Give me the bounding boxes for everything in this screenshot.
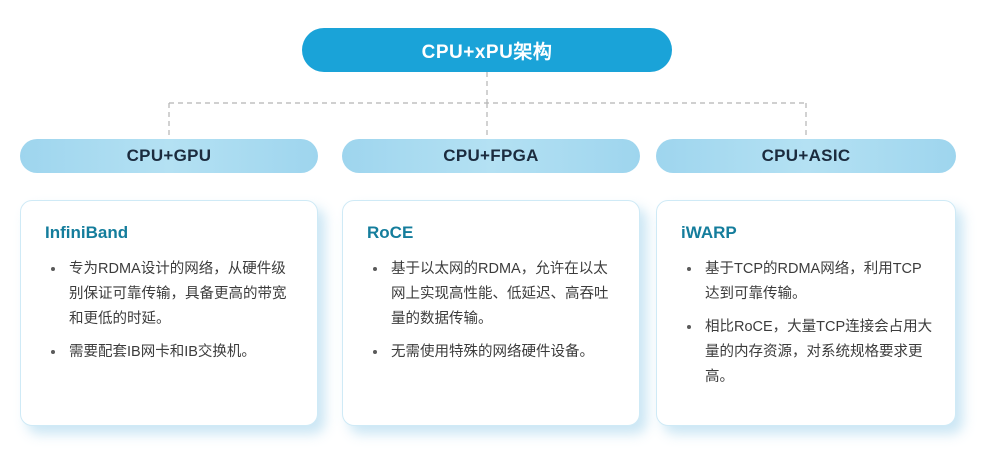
card-roce: RoCE 基于以太网的RDMA，允许在以太网上实现高性能、低延迟、高吞吐量的数据…	[342, 200, 640, 426]
card-title: iWARP	[681, 223, 737, 242]
card-title: InfiniBand	[45, 223, 129, 242]
card-title: RoCE	[367, 223, 414, 242]
bullet-text: 专为RDMA设计的网络，从硬件级别保证可靠传输，具备更高的带宽和更低的时延。	[69, 261, 287, 327]
bullet-text: 基于以太网的RDMA，允许在以太网上实现高性能、低延迟、高吞吐量的数据传输。	[391, 261, 609, 327]
bullet-text: 无需使用特殊的网络硬件设备。	[391, 343, 594, 360]
bullet-list: 专为RDMA设计的网络，从硬件级别保证可靠传输，具备更高的带宽和更低的时延。 需…	[45, 257, 295, 365]
bullet-dot-icon	[51, 267, 55, 271]
bullet-dot-icon	[687, 324, 691, 329]
bullet-list: 基于TCP的RDMA网络，利用TCP达到可靠传输。 相比RoCE，大量TCP连接…	[681, 257, 933, 390]
bullet-dot-icon	[373, 267, 377, 271]
branch-header-cpu-gpu: CPU+GPU	[20, 139, 318, 173]
bullet-item: 无需使用特殊的网络硬件设备。	[367, 340, 617, 365]
branch-cpu-gpu: CPU+GPU InfiniBand 专为RDMA设计的网络，从硬件级别保证可靠…	[20, 139, 318, 426]
bullet-dot-icon	[373, 349, 377, 354]
branch-cpu-asic: CPU+ASIC iWARP 基于TCP的RDMA网络，利用TCP达到可靠传输。…	[656, 139, 956, 426]
bullet-text: 基于TCP的RDMA网络，利用TCP达到可靠传输。	[705, 261, 922, 302]
card-infiniband: InfiniBand 专为RDMA设计的网络，从硬件级别保证可靠传输，具备更高的…	[20, 200, 318, 426]
bullet-text: 需要配套IB网卡和IB交换机。	[69, 343, 256, 360]
bullet-dot-icon	[51, 349, 55, 354]
bullet-item: 基于TCP的RDMA网络，利用TCP达到可靠传输。	[681, 257, 933, 307]
branch-cpu-fpga: CPU+FPGA RoCE 基于以太网的RDMA，允许在以太网上实现高性能、低延…	[342, 139, 640, 426]
branch-header-cpu-asic: CPU+ASIC	[656, 139, 956, 173]
branch-header-label: CPU+ASIC	[761, 146, 851, 165]
branch-header-label: CPU+FPGA	[443, 146, 539, 165]
bullet-item: 需要配套IB网卡和IB交换机。	[45, 340, 295, 365]
card-iwarp: iWARP 基于TCP的RDMA网络，利用TCP达到可靠传输。 相比RoCE，大…	[656, 200, 956, 426]
bullet-item: 相比RoCE，大量TCP连接会占用大量的内存资源，对系统规格要求更高。	[681, 315, 933, 390]
bullet-item: 基于以太网的RDMA，允许在以太网上实现高性能、低延迟、高吞吐量的数据传输。	[367, 257, 617, 332]
root-node-label: CPU+xPU架构	[421, 41, 553, 63]
bullet-dot-icon	[687, 267, 691, 271]
branch-header-cpu-fpga: CPU+FPGA	[342, 139, 640, 173]
bullet-list: 基于以太网的RDMA，允许在以太网上实现高性能、低延迟、高吞吐量的数据传输。 无…	[367, 257, 617, 365]
root-node-cpu-xpu: CPU+xPU架构	[302, 28, 672, 72]
bullet-text: 相比RoCE，大量TCP连接会占用大量的内存资源，对系统规格要求更高。	[705, 318, 933, 385]
branch-header-label: CPU+GPU	[126, 146, 212, 165]
bullet-item: 专为RDMA设计的网络，从硬件级别保证可靠传输，具备更高的带宽和更低的时延。	[45, 257, 295, 332]
